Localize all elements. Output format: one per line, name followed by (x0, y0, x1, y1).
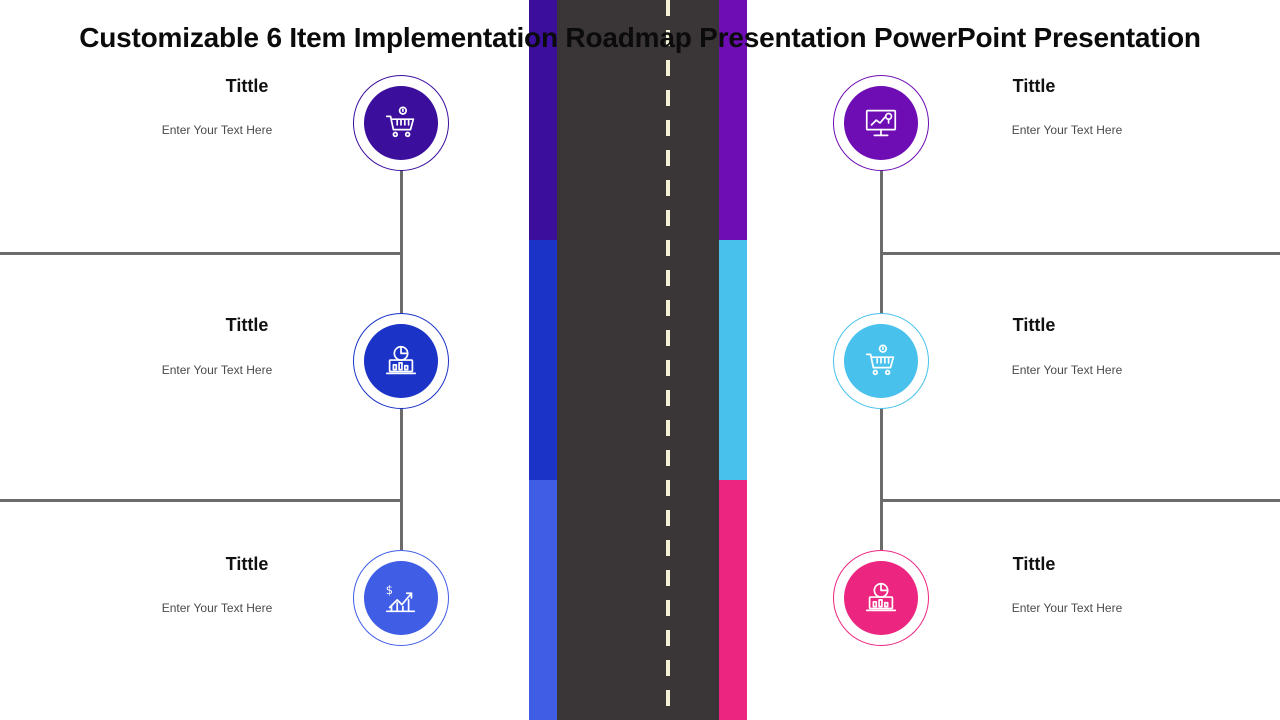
road-center-line (666, 0, 670, 720)
shopping-cart-icon (385, 106, 415, 138)
laptop-pie-chart-icon (385, 345, 417, 375)
road-asphalt (557, 0, 719, 720)
svg-text:$: $ (386, 583, 393, 597)
roadmap-node-1 (353, 75, 449, 171)
item-4-title: Tittle (1012, 76, 1056, 96)
item-2-title: Tittle (225, 315, 269, 335)
road-stripe-left-2 (529, 240, 557, 480)
left-divider-1 (0, 252, 402, 255)
item-1-title: Tittle (225, 76, 269, 96)
roadmap-node-4 (833, 75, 929, 171)
left-divider-2 (0, 499, 402, 502)
road-stripe-right-1 (719, 0, 747, 240)
presentation-board-icon (865, 109, 897, 137)
item-5-text: Enter Your Text Here (1011, 363, 1123, 377)
item-5-title: Tittle (1012, 315, 1056, 335)
roadmap-node-3: $ (353, 550, 449, 646)
right-divider-1 (880, 252, 1280, 255)
road-stripe-left-1 (529, 0, 557, 240)
item-3-title: Tittle (225, 554, 269, 574)
laptop-pie-chart-icon (865, 582, 897, 612)
road-stripe-right-2 (719, 240, 747, 480)
item-6-text: Enter Your Text Here (1011, 601, 1123, 615)
item-1-text: Enter Your Text Here (161, 123, 273, 137)
item-3-text: Enter Your Text Here (161, 601, 273, 615)
road (529, 0, 747, 720)
page-title: Customizable 6 Item Implementation Roadm… (79, 22, 1201, 53)
road-stripe-left-3 (529, 480, 557, 720)
shopping-cart-icon (865, 344, 895, 376)
item-4-text: Enter Your Text Here (1011, 123, 1123, 137)
roadmap-node-5 (833, 313, 929, 409)
roadmap-node-6 (833, 550, 929, 646)
roadmap-node-2 (353, 313, 449, 409)
right-divider-2 (880, 499, 1280, 502)
item-2-text: Enter Your Text Here (161, 363, 273, 377)
dollar-growth-chart-icon: $ (386, 583, 416, 613)
item-6-title: Tittle (1012, 554, 1056, 574)
road-stripe-right-3 (719, 480, 747, 720)
